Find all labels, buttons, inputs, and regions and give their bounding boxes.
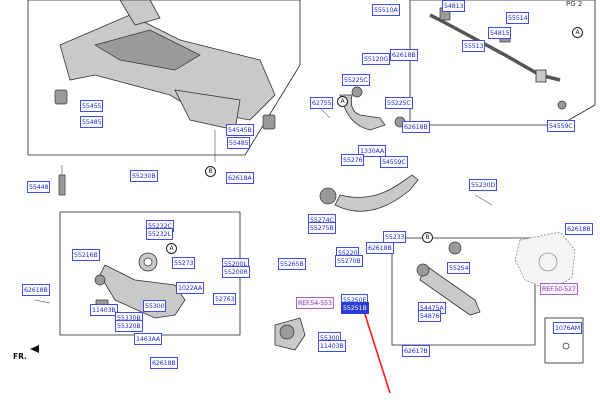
pointer-arrow bbox=[361, 304, 391, 394]
part-label-55233[interactable]: 55233 bbox=[383, 231, 407, 243]
marker-c-arm: A bbox=[337, 96, 348, 107]
part-label-62618B-c[interactable]: 62618B bbox=[366, 242, 394, 254]
part-label-55513[interactable]: 55513 bbox=[462, 40, 486, 52]
front-arrow-icon bbox=[30, 345, 39, 353]
part-label-55265B[interactable]: 55265B bbox=[278, 258, 306, 270]
trailing-arm-part bbox=[319, 174, 493, 212]
part-label-55510A[interactable]: 55510A bbox=[372, 4, 400, 16]
part-label-54876[interactable]: 54876 bbox=[418, 310, 442, 322]
part-label-52763[interactable]: 52763 bbox=[213, 293, 237, 305]
part-label-62618B-a[interactable]: 62618B bbox=[390, 49, 418, 61]
part-label-1463AA[interactable]: 1463AA bbox=[134, 333, 162, 345]
knuckle-part bbox=[514, 231, 576, 291]
part-label-55230D[interactable]: 55230D bbox=[469, 179, 498, 191]
part-label-62755[interactable]: 62755 bbox=[310, 97, 334, 109]
bushing-part bbox=[274, 317, 306, 351]
part-label-62618B-b[interactable]: 62618B bbox=[402, 121, 430, 133]
part-label-62617B[interactable]: 62617B bbox=[402, 345, 430, 357]
part-label-55320B[interactable]: 55320B bbox=[115, 320, 143, 332]
marker-b-subframe: B bbox=[205, 166, 216, 177]
subframe-part bbox=[54, 0, 276, 162]
part-label-55225C-a[interactable]: 55225C bbox=[342, 74, 370, 86]
part-label-55485-a[interactable]: 55485 bbox=[80, 116, 104, 128]
part-label-11403B[interactable]: 11403B bbox=[90, 304, 118, 316]
part-label-54545B[interactable]: 54545B bbox=[226, 124, 254, 136]
subframe-outline bbox=[27, 0, 301, 156]
part-label-55448[interactable]: 55448 bbox=[27, 181, 51, 193]
reference-label-50-527[interactable]: REF.50-527 bbox=[540, 283, 578, 295]
part-label-54559C-b[interactable]: 54559C bbox=[380, 156, 408, 168]
assist-arm-outline bbox=[391, 237, 536, 346]
part-label-11403B-b[interactable]: 11403B bbox=[318, 340, 346, 352]
lower-arm-outline bbox=[59, 211, 241, 336]
part-label-55485-b[interactable]: 55485 bbox=[227, 137, 251, 149]
part-label-54559C-a[interactable]: 54559C bbox=[547, 120, 575, 132]
marker-a-lower: A bbox=[166, 243, 177, 254]
part-label-54815[interactable]: 54815 bbox=[488, 27, 512, 39]
part-label-62618B-e[interactable]: 62618B bbox=[22, 284, 50, 296]
part-label-55225C-b[interactable]: 55225C bbox=[385, 97, 413, 109]
page-number: PG 2 bbox=[566, 0, 583, 8]
part-label-55514[interactable]: 55514 bbox=[506, 12, 530, 24]
part-label-1076AM[interactable]: 1076AM bbox=[553, 322, 582, 334]
assist-arm-part bbox=[416, 241, 481, 316]
part-label-1022AA[interactable]: 1022AA bbox=[176, 282, 204, 294]
part-label-62618B-d[interactable]: 62618B bbox=[565, 223, 593, 235]
stabilizer-bar bbox=[429, 7, 567, 110]
part-label-54813[interactable]: 54813 bbox=[442, 0, 466, 12]
marker-a-stabilizer: A bbox=[572, 27, 583, 38]
part-label-55216B[interactable]: 55216B bbox=[72, 249, 100, 261]
direction-label: FR. bbox=[13, 352, 27, 361]
part-label-55230B[interactable]: 55230B bbox=[130, 170, 158, 182]
part-label-55273[interactable]: 55273 bbox=[172, 257, 196, 269]
part-label-55300[interactable]: 55300 bbox=[143, 300, 167, 312]
part-label-55275B[interactable]: 55275B bbox=[308, 222, 336, 234]
part-label-55120G[interactable]: 55120G bbox=[362, 53, 391, 65]
plug-box bbox=[544, 317, 584, 364]
part-label-55200R[interactable]: 55200R bbox=[222, 266, 250, 278]
part-label-55276[interactable]: 55276 bbox=[341, 154, 365, 166]
part-label-55270B[interactable]: 55270B bbox=[335, 255, 363, 267]
reference-label-54-553[interactable]: REF.54-553 bbox=[296, 297, 334, 309]
part-label-62618B-f[interactable]: 62618B bbox=[150, 357, 178, 369]
part-label-62618A[interactable]: 62618A bbox=[226, 172, 254, 184]
part-label-1330AA[interactable]: 1330AA bbox=[358, 145, 386, 157]
part-label-55251B-highlighted[interactable]: 55251B bbox=[341, 302, 369, 314]
marker-b-assist: B bbox=[422, 232, 433, 243]
part-label-55254[interactable]: 55254 bbox=[447, 262, 471, 274]
part-label-55232L[interactable]: 55232L bbox=[146, 228, 173, 240]
part-label-55455[interactable]: 55455 bbox=[80, 100, 104, 112]
